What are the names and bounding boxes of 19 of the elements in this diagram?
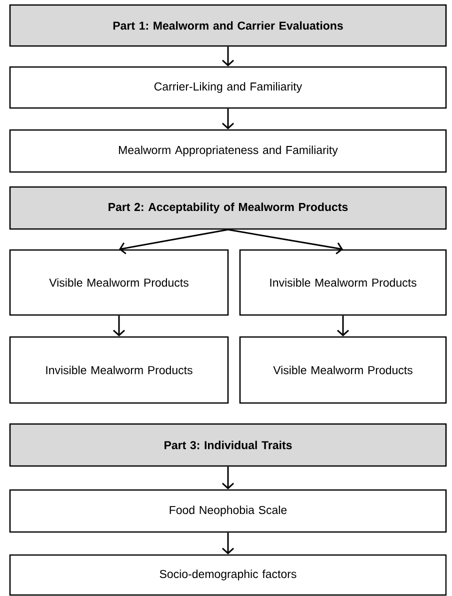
section-header-box: Part 3: Individual Traits [9,423,447,467]
arrow [337,316,349,336]
section-header-box: Part 1: Mealworm and Carrier Evaluations [9,4,447,47]
process-box: Invisible Mealworm Products [9,336,229,404]
process-box: Carrier-Liking and Familiarity [9,66,447,109]
arrow [222,46,234,66]
process-box: Mealworm Appropriateness and Familiarity [9,129,447,173]
arrow [113,316,125,336]
process-box: Visible Mealworm Products [239,336,447,404]
arrow [222,466,234,490]
process-box: Visible Mealworm Products [9,249,229,316]
arrow [228,228,343,254]
section-header-box: Part 2: Acceptability of Mealworm Products [9,186,447,230]
arrow [222,532,234,554]
process-box: Invisible Mealworm Products [239,249,447,316]
arrow [119,228,228,254]
arrow [222,108,234,130]
process-box: Food Neophobia Scale [9,489,447,533]
process-box: Socio-demographic factors [9,554,447,596]
